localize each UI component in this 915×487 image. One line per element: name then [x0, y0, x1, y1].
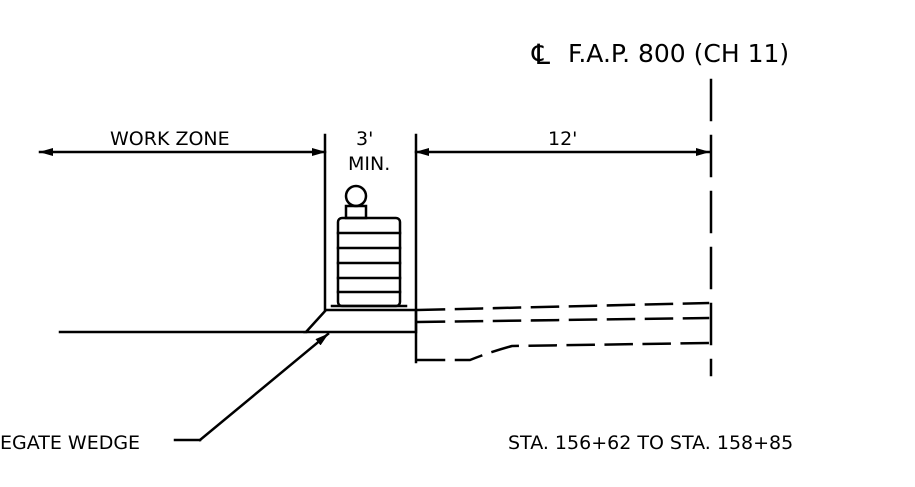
channelizing-drum — [330, 184, 408, 308]
pavement-second-line — [416, 316, 710, 324]
pavement-bottom-line — [416, 341, 710, 362]
station-note: STA. 156+62 TO STA. 158+85 — [508, 432, 793, 454]
centerline-label: F.A.P. 800 (CH 11) — [568, 39, 789, 68]
wedge-callout-label: EGATE WEDGE — [0, 432, 140, 454]
lane-width-label: 12' — [548, 128, 577, 150]
clearance-note: MIN. — [348, 153, 390, 175]
pavement-top-line — [416, 301, 710, 312]
aggregate-wedge — [303, 308, 418, 334]
wedge-leader-arrow — [198, 332, 330, 442]
centerline-symbol: ℄ — [531, 38, 550, 71]
work-zone-label: WORK ZONE — [110, 128, 230, 150]
clearance-label: 3' — [356, 128, 373, 150]
